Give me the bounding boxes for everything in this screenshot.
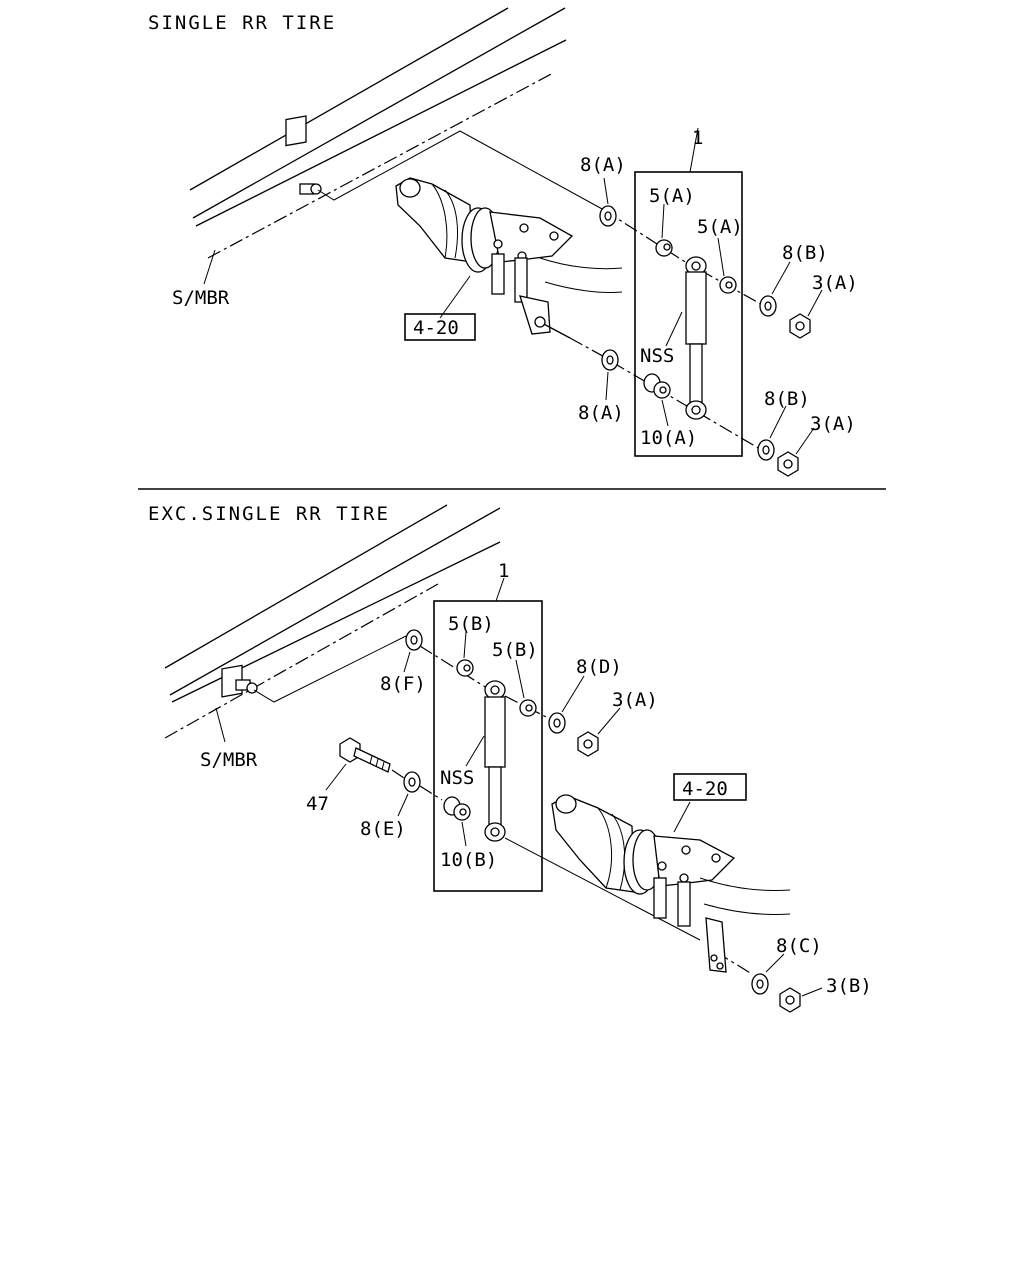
label-10b: 10(B) [440, 849, 497, 871]
frame-stud-bracket [221, 664, 258, 698]
washer-8f [405, 629, 423, 651]
label-8a-top: 8(A) [580, 154, 626, 176]
assembly-number: 1 [692, 127, 703, 149]
label-8a-bottom: 8(A) [578, 402, 624, 424]
upper-axis-dash [419, 645, 491, 691]
smbr-label: S/MBR [200, 749, 258, 771]
washer-8d [548, 712, 566, 734]
bolt-47 [339, 737, 391, 773]
nut-3a [577, 731, 599, 757]
label-5b-right: 5(B) [492, 639, 538, 661]
frame-stud-bracket [285, 115, 322, 195]
label-3a: 3(A) [612, 689, 658, 711]
washer-8a-top [599, 205, 617, 227]
section-heading: EXC.SINGLE RR TIRE [148, 503, 390, 525]
washer-8b-bottom [757, 439, 775, 461]
side-member-frame [189, 7, 567, 259]
shock-absorber [685, 256, 707, 420]
assembly-leader [689, 127, 699, 173]
label-47: 47 [306, 793, 329, 815]
section-single-rr-tire: SINGLE RR TIRE S/MBR [148, 7, 858, 477]
assembly-leader [495, 577, 505, 602]
ref-box [404, 313, 476, 341]
bushing-5b-right [519, 699, 537, 717]
ref-leader [673, 801, 691, 833]
lower-mount-axis [504, 837, 701, 941]
assembly-number: 1 [498, 560, 509, 582]
label-8d: 8(D) [576, 656, 622, 678]
shock-assembly-box [634, 171, 743, 457]
upper-axis-dash [603, 209, 691, 266]
label-8b-bottom: 8(B) [764, 388, 810, 410]
label-8c: 8(C) [776, 935, 822, 957]
nss-label: NSS [440, 767, 474, 789]
section-heading: SINGLE RR TIRE [148, 12, 336, 34]
bushing-5a-right [719, 276, 737, 294]
ref-box [673, 773, 747, 801]
nss-leader [665, 311, 683, 347]
label-8e: 8(E) [360, 818, 406, 840]
label-5a-left: 5(A) [649, 185, 695, 207]
nut-3a-top [789, 313, 811, 339]
label-3a-top: 3(A) [812, 272, 858, 294]
section-exc-single-rr-tire: EXC.SINGLE RR TIRE S/MBR 1 [148, 503, 872, 1013]
washer-8b-top [759, 295, 777, 317]
bushing-10b [443, 796, 471, 821]
bushing-5b-left [456, 659, 474, 677]
label-3b: 3(B) [826, 975, 872, 997]
washer-8a-bottom [601, 349, 619, 371]
axle-housing [395, 177, 623, 339]
nut-3a-bottom [777, 451, 799, 477]
bushing-10a [643, 373, 671, 399]
washer-8e [403, 771, 421, 793]
label-10a: 10(A) [640, 427, 697, 449]
smbr-label: S/MBR [172, 287, 230, 309]
bushing-5a-left [655, 239, 673, 257]
label-8b-top: 8(B) [782, 242, 828, 264]
nss-label: NSS [640, 345, 674, 367]
shock-absorber [484, 680, 506, 842]
nut-3b [779, 987, 801, 1013]
washer-8c [751, 973, 769, 995]
label-3a-bottom: 3(A) [810, 413, 856, 435]
axle-housing [551, 794, 791, 973]
ref-label: 4-20 [413, 317, 459, 339]
smbr-leader [215, 707, 226, 743]
upper-mount-axis [253, 635, 407, 703]
ref-label: 4-20 [682, 778, 728, 800]
ref-leader [439, 275, 471, 319]
label-5b-left: 5(B) [448, 613, 494, 635]
nss-leader [465, 735, 485, 767]
shock-assembly-box [433, 600, 543, 892]
label-8f: 8(F) [380, 673, 426, 695]
smbr-leader [203, 249, 216, 285]
upper-mount-axis [317, 130, 605, 211]
label-5a-right: 5(A) [697, 216, 743, 238]
